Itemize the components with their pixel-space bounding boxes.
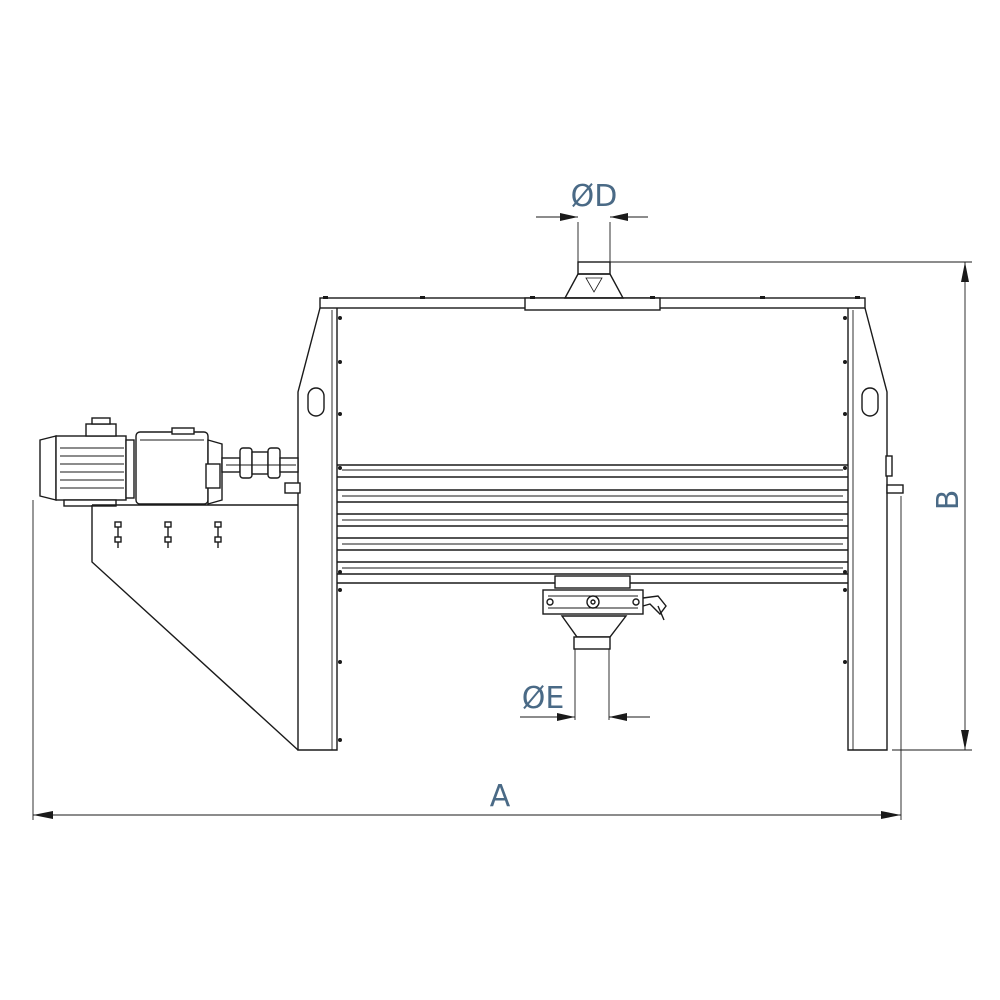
- dimension-d-label: ØD: [571, 179, 618, 214]
- drive-coupling: [221, 447, 299, 479]
- dimension-a-label: A: [490, 779, 511, 814]
- drive-motor: [39, 417, 135, 507]
- dimension-b-label: B: [931, 490, 966, 511]
- mixer-body: [297, 296, 904, 751]
- dimension-d: ØD: [536, 179, 648, 221]
- motor-bracket: [91, 482, 301, 751]
- drive-gearbox: [135, 427, 223, 505]
- dimension-a: A: [32, 496, 902, 820]
- discharge-valve: [542, 575, 667, 720]
- dimension-e-label: ØE: [522, 681, 565, 716]
- dimension-b: B: [610, 261, 972, 751]
- dimension-e: ØE: [520, 681, 650, 721]
- inlet-nozzle: [563, 222, 625, 299]
